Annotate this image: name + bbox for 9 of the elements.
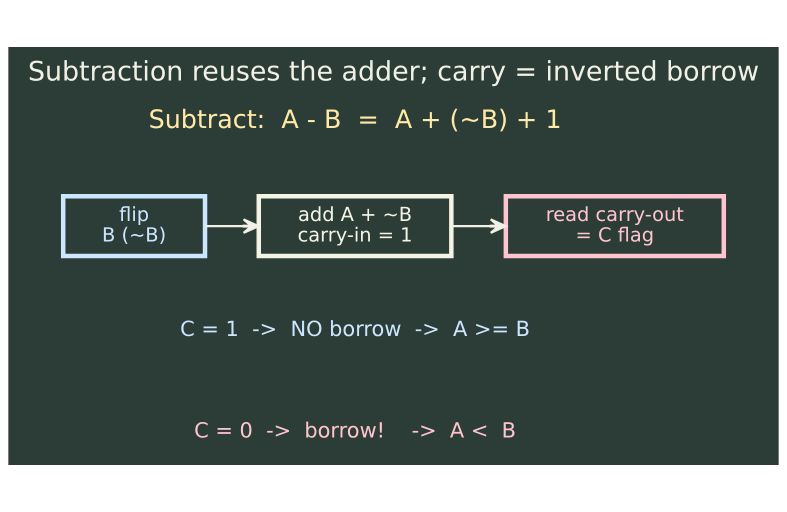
arrow	[205, 218, 260, 234]
arrow	[451, 218, 507, 234]
node-box: read carry-out = C flag	[504, 194, 726, 258]
node-box: flip B (~B)	[60, 194, 208, 258]
node-box: add A + ~B carry-in = 1	[256, 194, 454, 258]
diagram-title: Subtraction reuses the adder; carry = inverted borrow	[28, 56, 760, 88]
label: Subtract: A - B = A + (~B) + 1	[148, 104, 562, 134]
label: C = 0 -> borrow! -> A < B	[194, 418, 516, 443]
label: C = 1 -> NO borrow -> A >= B	[180, 317, 530, 342]
